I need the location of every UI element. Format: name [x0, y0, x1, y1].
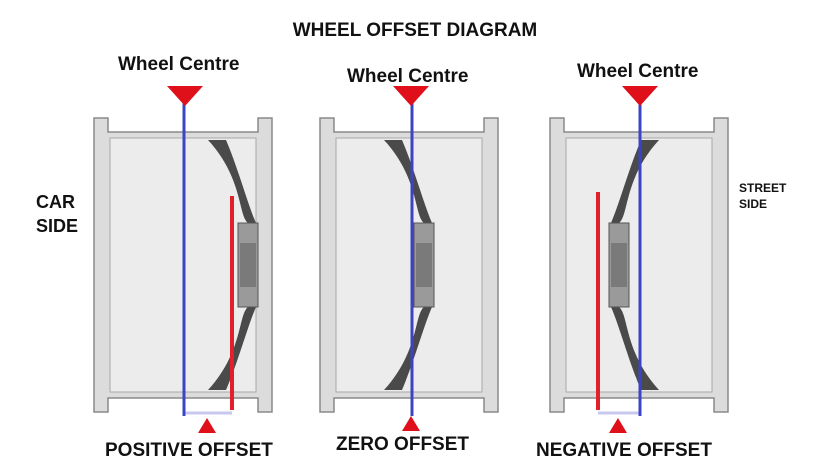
street-side-line-1: STREET	[739, 181, 787, 195]
negative-hub-face	[611, 243, 627, 287]
negative-centre-marker-top	[622, 86, 658, 106]
positive-lower-spoke	[208, 307, 256, 390]
car-side-label: CAR SIDE	[36, 190, 78, 238]
zero-lower-spoke	[384, 307, 432, 390]
positive-offset-marker-bottom	[198, 418, 216, 433]
negative-offset-caption: NEGATIVE OFFSET	[536, 440, 712, 461]
diagram-title: WHEEL OFFSET DIAGRAM	[292, 20, 538, 41]
car-side-line-1: CAR	[36, 192, 75, 212]
zero-wheel-barrel	[335, 137, 483, 393]
street-side-label: STREET SIDE	[739, 180, 786, 212]
positive-hub-face	[240, 243, 256, 287]
positive-upper-spoke	[208, 140, 256, 223]
car-side-line-2: SIDE	[36, 216, 79, 236]
positive-offset-caption: POSITIVE OFFSET	[105, 440, 273, 461]
wheel-centre-label-positive: Wheel Centre	[118, 54, 240, 75]
zero-hub-face	[416, 243, 432, 287]
street-side-line-2: SIDE	[739, 197, 768, 211]
negative-lower-spoke	[611, 307, 659, 390]
zero-upper-spoke	[384, 140, 432, 223]
positive-centre-marker-top	[167, 86, 203, 106]
negative-offset-marker-bottom	[609, 418, 627, 433]
zero-centre-marker-top	[393, 86, 429, 106]
wheel-centre-label-negative: Wheel Centre	[577, 61, 699, 82]
wheel-centre-label-zero: Wheel Centre	[347, 66, 469, 87]
zero-offset-marker-bottom	[402, 416, 420, 431]
zero-offset-caption: ZERO OFFSET	[336, 434, 469, 455]
negative-upper-spoke	[611, 140, 659, 223]
